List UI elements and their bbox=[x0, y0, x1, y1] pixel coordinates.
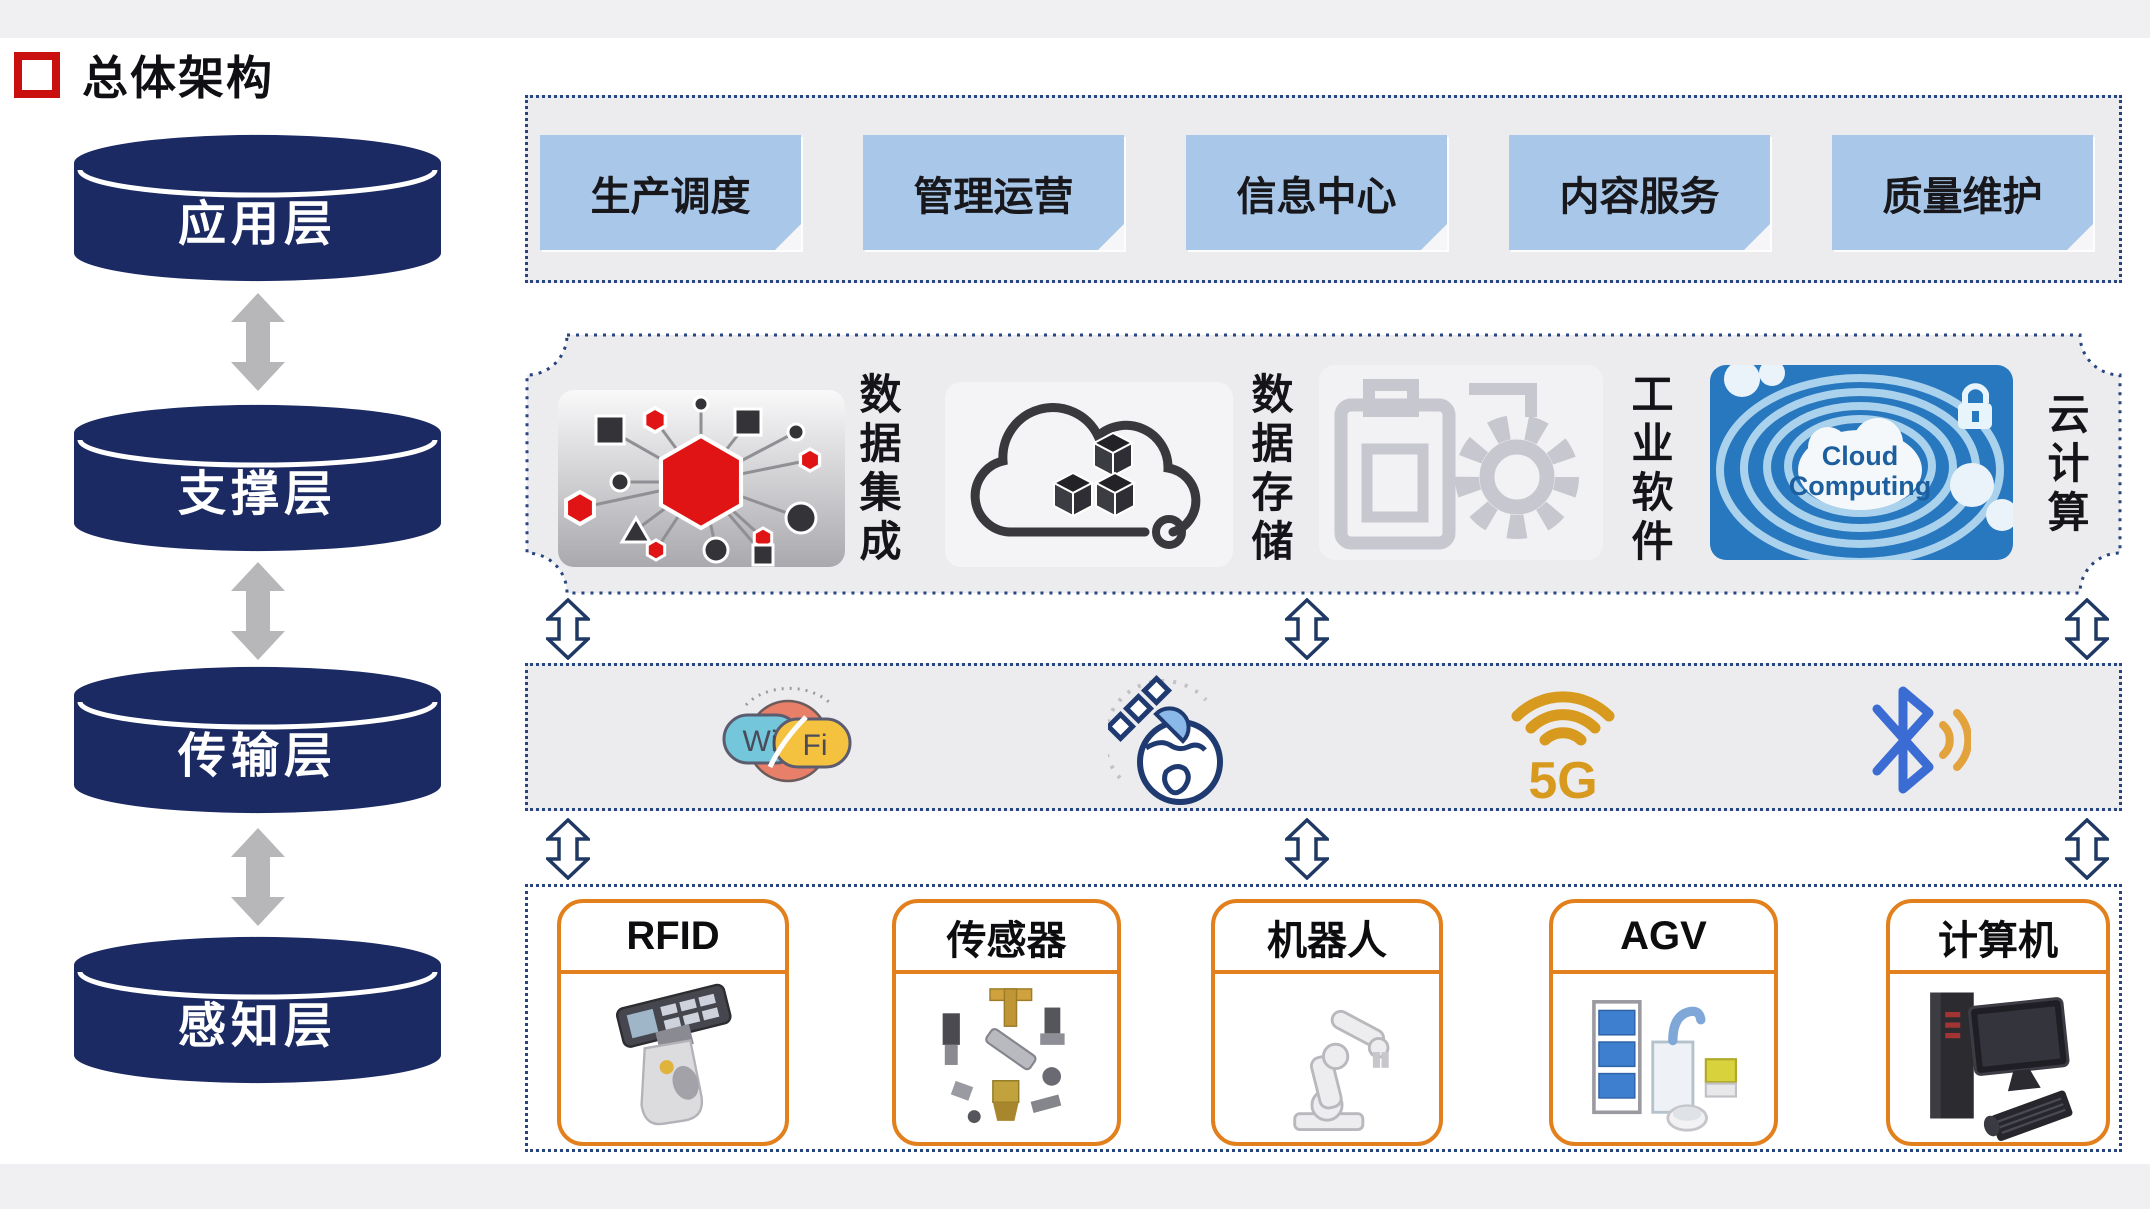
device-box-rfid: RFID bbox=[557, 899, 789, 1146]
layer-cylinder-perception: 感知层 bbox=[72, 935, 443, 1085]
layer-cylinder-transmission: 传输层 bbox=[72, 665, 443, 815]
app-box-label: 信息中心 bbox=[1236, 174, 1397, 219]
layer-label: 感知层 bbox=[177, 999, 337, 1053]
cloud-tile-text-line1: Cloud bbox=[1822, 441, 1898, 471]
cloud-tile-text-line2: Computing bbox=[1789, 471, 1931, 501]
cloud-computing-graphic-icon: Cloud Computing bbox=[1710, 365, 2013, 560]
industrial-software-icon bbox=[1319, 365, 1603, 560]
page-title-text: 总体架构 bbox=[82, 52, 274, 104]
device-box-agv: AGV bbox=[1549, 899, 1778, 1146]
sensors-parts-photo bbox=[942, 987, 1065, 1123]
app-box-label: 内容服务 bbox=[1559, 174, 1720, 219]
cylinder-shape-icon bbox=[74, 666, 441, 814]
up-down-arrow-blue-icon bbox=[1285, 818, 1329, 880]
cloud-computing-icon: Cloud Computing bbox=[1710, 365, 2013, 560]
desktop-computer-photo bbox=[1929, 992, 2072, 1141]
perception-row-container: RFID bbox=[525, 884, 2122, 1152]
folded-corner-icon bbox=[1744, 224, 1770, 250]
app-box-production-scheduling: 生产调度 bbox=[540, 135, 801, 250]
folded-corner-icon bbox=[775, 224, 801, 250]
folded-corner-icon bbox=[1421, 224, 1447, 250]
device-box-robot: 机器人 bbox=[1211, 899, 1443, 1146]
up-down-arrow-blue-icon bbox=[2065, 818, 2109, 880]
up-down-arrow-gray-icon bbox=[231, 293, 285, 391]
bluetooth-icon bbox=[1872, 686, 1971, 794]
rfid-scanner-photo bbox=[615, 983, 732, 1125]
hub-network-graphic-icon bbox=[558, 395, 845, 567]
support-label-industrial-software: 工业软件 bbox=[1626, 372, 1673, 568]
support-label-data-integration: 数据集成 bbox=[854, 372, 901, 568]
device-title: 机器人 bbox=[1215, 903, 1439, 974]
transmission-row-container: Wi Fi 5G bbox=[525, 663, 2122, 811]
cloud-cubes-graphic-icon bbox=[970, 403, 1201, 549]
device-title: 传感器 bbox=[896, 903, 1117, 974]
support-label-cloud-computing: 云计算 bbox=[2042, 392, 2089, 539]
layer-label: 支撑层 bbox=[177, 467, 337, 521]
device-title: 计算机 bbox=[1890, 903, 2106, 974]
app-box-management-operation: 管理运营 bbox=[863, 135, 1124, 250]
application-row-container: 生产调度 管理运营 信息中心 内容服务 质量维护 bbox=[525, 95, 2122, 283]
up-down-arrow-blue-icon bbox=[1285, 598, 1329, 660]
folded-corner-icon bbox=[2067, 224, 2093, 250]
robot-arm-photo bbox=[1293, 1009, 1390, 1131]
app-box-label: 质量维护 bbox=[1882, 174, 2043, 219]
up-down-arrow-blue-icon bbox=[2065, 598, 2109, 660]
wifi-icon: Wi Fi bbox=[722, 686, 852, 783]
title-bullet-square-icon bbox=[14, 52, 60, 98]
data-storage-icon bbox=[945, 382, 1233, 567]
agv-robots-photo bbox=[1592, 999, 1738, 1132]
app-box-label: 生产调度 bbox=[590, 174, 751, 219]
folded-corner-icon bbox=[1098, 224, 1124, 250]
wifi-text-wi: Wi bbox=[743, 725, 778, 758]
layer-cylinder-application: 应用层 bbox=[72, 133, 443, 283]
cylinder-shape-icon bbox=[74, 936, 441, 1084]
five-g-text: 5G bbox=[1528, 752, 1597, 806]
support-label-data-storage: 数据存储 bbox=[1246, 372, 1293, 568]
layer-label: 传输层 bbox=[177, 729, 337, 783]
app-box-content-service: 内容服务 bbox=[1509, 135, 1770, 250]
cylinder-shape-icon bbox=[74, 134, 441, 282]
app-box-label: 管理运营 bbox=[913, 174, 1074, 219]
wifi-text-fi: Fi bbox=[803, 729, 828, 762]
clipboard-gear-graphic-icon bbox=[1334, 379, 1579, 550]
satellite-globe-icon bbox=[1108, 674, 1223, 805]
app-box-information-center: 信息中心 bbox=[1186, 135, 1447, 250]
up-down-arrow-blue-icon bbox=[546, 818, 590, 880]
bottom-gray-band bbox=[0, 1164, 2150, 1209]
padlock-icon bbox=[1958, 383, 1992, 429]
layer-label: 应用层 bbox=[177, 197, 337, 251]
five-g-icon: 5G bbox=[1511, 691, 1615, 806]
cylinder-shape-icon bbox=[74, 404, 441, 552]
app-box-quality-maintenance: 质量维护 bbox=[1832, 135, 2093, 250]
device-box-sensors: 传感器 bbox=[892, 899, 1121, 1146]
up-down-arrow-gray-icon bbox=[231, 562, 285, 660]
device-box-computer: 计算机 bbox=[1886, 899, 2110, 1146]
top-gray-band bbox=[0, 0, 2150, 38]
up-down-arrow-gray-icon bbox=[231, 828, 285, 926]
data-integration-icon bbox=[558, 390, 845, 567]
up-down-arrow-blue-icon bbox=[546, 598, 590, 660]
device-title: RFID bbox=[561, 903, 785, 974]
device-title: AGV bbox=[1553, 903, 1774, 974]
layer-cylinder-support: 支撑层 bbox=[72, 403, 443, 553]
page-title: 总体架构 bbox=[14, 42, 274, 108]
